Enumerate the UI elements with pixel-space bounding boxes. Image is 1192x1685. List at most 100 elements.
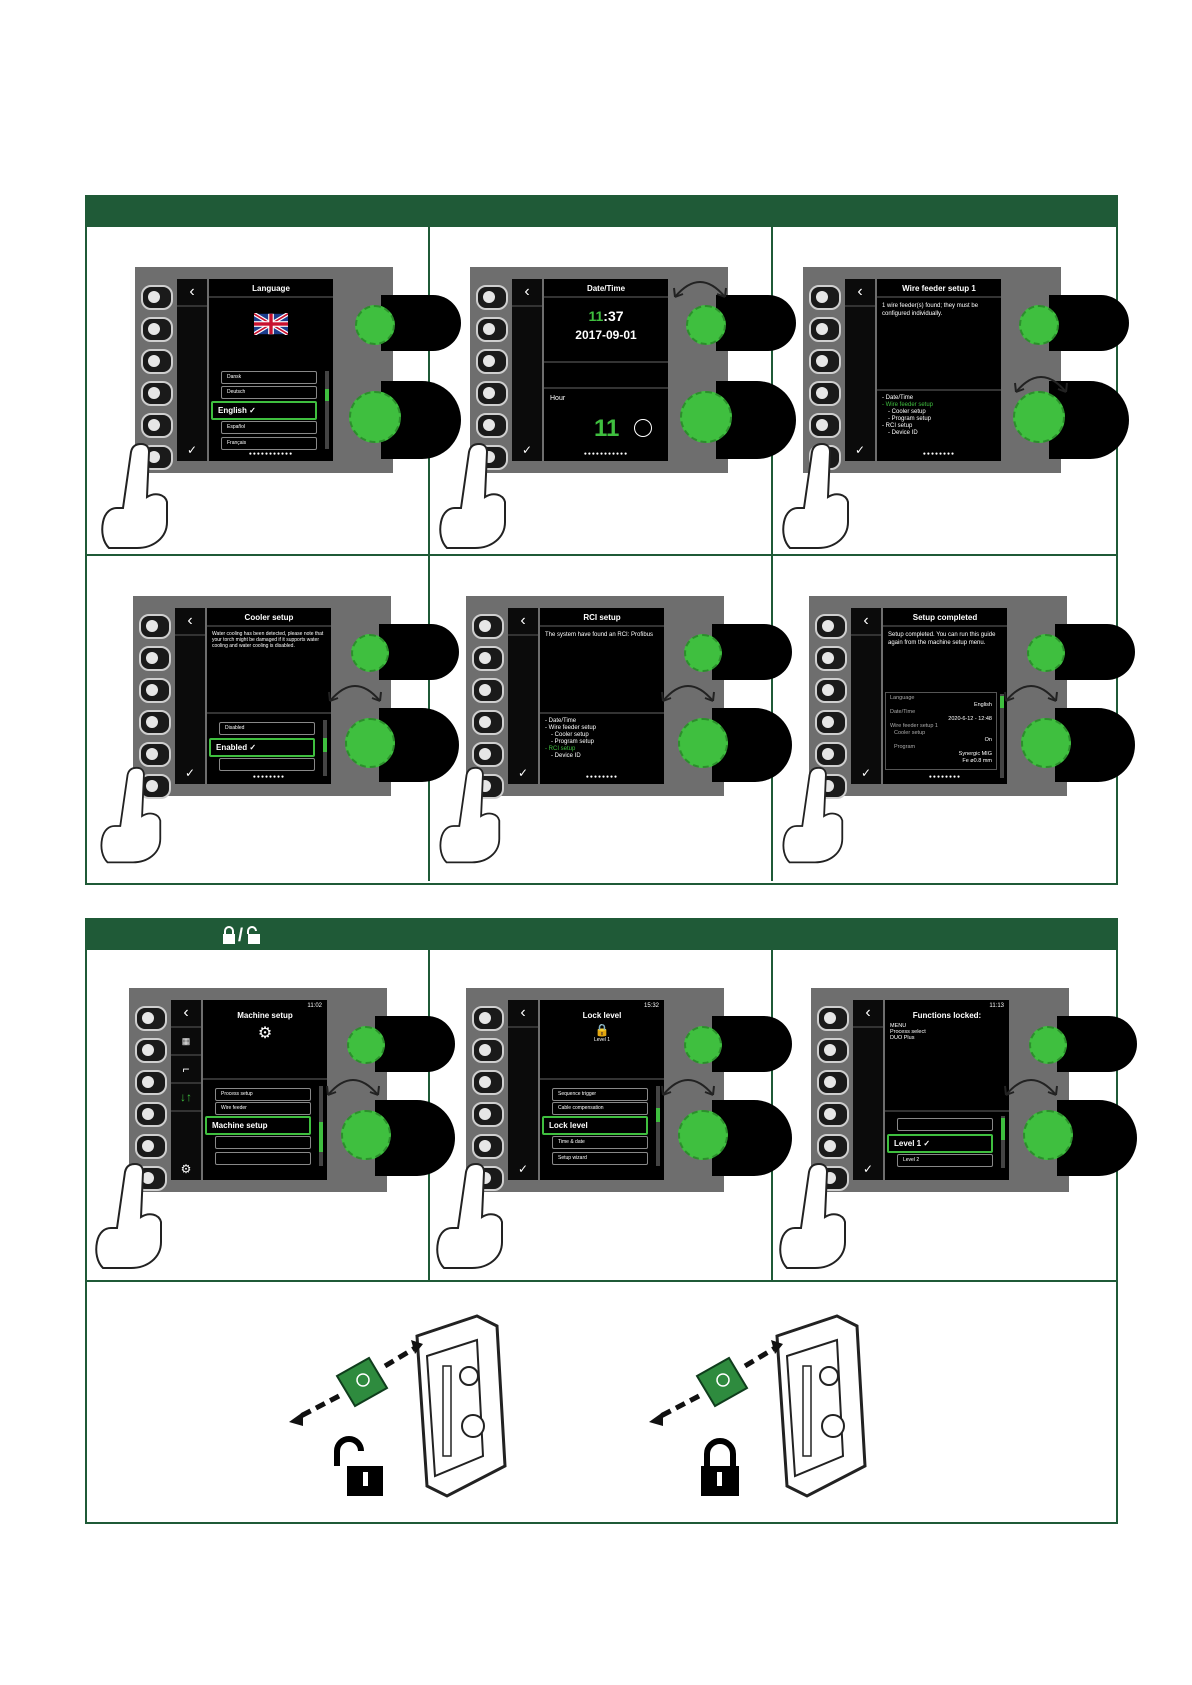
top-knob[interactable]	[347, 1026, 385, 1064]
soft-button[interactable]	[809, 317, 841, 342]
top-knob[interactable]	[1027, 634, 1065, 672]
soft-button[interactable]	[817, 1070, 849, 1095]
scrollbar[interactable]	[323, 720, 327, 776]
check-icon[interactable]: ✓	[860, 766, 872, 780]
soft-button[interactable]	[472, 1134, 504, 1159]
top-knob[interactable]	[351, 634, 389, 672]
soft-button[interactable]	[809, 349, 841, 374]
top-knob[interactable]	[684, 634, 722, 672]
soft-button[interactable]	[476, 413, 508, 438]
menu-option[interactable]: Cable compensation	[552, 1102, 648, 1115]
back-icon[interactable]: ‹	[512, 279, 542, 307]
soft-button[interactable]	[809, 285, 841, 310]
check-icon[interactable]: ✓	[517, 1162, 529, 1176]
scrollbar[interactable]	[325, 371, 329, 449]
soft-button[interactable]	[472, 1070, 504, 1095]
back-icon[interactable]: ‹	[175, 608, 205, 636]
menu-option[interactable]: Time & date	[552, 1136, 648, 1149]
check-icon[interactable]: ✓	[862, 1162, 874, 1176]
soft-button[interactable]	[476, 381, 508, 406]
soft-button[interactable]	[476, 285, 508, 310]
level-option[interactable]: Level 2	[897, 1154, 993, 1167]
soft-button[interactable]	[476, 349, 508, 374]
soft-button[interactable]	[141, 285, 173, 310]
soft-button[interactable]	[817, 1038, 849, 1063]
torch-icon[interactable]: ⌐	[171, 1056, 201, 1084]
soft-button[interactable]	[141, 317, 173, 342]
bottom-knob[interactable]	[341, 1110, 391, 1160]
menu-option-selected[interactable]: Lock level	[542, 1116, 648, 1135]
language-option[interactable]: Español	[221, 421, 317, 434]
soft-button[interactable]	[141, 349, 173, 374]
language-option[interactable]: Dansk	[221, 371, 317, 384]
soft-button[interactable]	[141, 413, 173, 438]
soft-button[interactable]	[472, 1038, 504, 1063]
menu-option-selected[interactable]: Machine setup	[205, 1116, 311, 1135]
language-option[interactable]: Deutsch	[221, 386, 317, 399]
soft-button[interactable]	[135, 1070, 167, 1095]
flag-icon[interactable]: ▦	[171, 1028, 201, 1056]
field-value[interactable]: 11	[594, 415, 620, 442]
menu-option[interactable]	[215, 1152, 311, 1165]
scrollbar[interactable]	[656, 1086, 660, 1166]
soft-button[interactable]	[139, 678, 171, 703]
back-icon[interactable]: ‹	[508, 1000, 538, 1028]
top-knob[interactable]	[1029, 1026, 1067, 1064]
bottom-knob[interactable]	[349, 391, 401, 443]
bottom-knob[interactable]	[680, 391, 732, 443]
soft-button[interactable]	[472, 678, 504, 703]
soft-button[interactable]	[472, 646, 504, 671]
soft-button[interactable]	[141, 381, 173, 406]
menu-option[interactable]: Wire feeder	[215, 1102, 311, 1115]
soft-button[interactable]	[139, 646, 171, 671]
soft-button[interactable]	[135, 1038, 167, 1063]
soft-button[interactable]	[139, 710, 171, 735]
scrollbar[interactable]	[319, 1086, 323, 1166]
bottom-knob[interactable]	[678, 718, 728, 768]
soft-button[interactable]	[472, 1102, 504, 1127]
soft-button[interactable]	[809, 381, 841, 406]
check-icon[interactable]: ✓	[521, 443, 533, 457]
soft-button[interactable]	[815, 646, 847, 671]
soft-button[interactable]	[817, 1134, 849, 1159]
soft-button[interactable]	[472, 742, 504, 767]
soft-button[interactable]	[815, 614, 847, 639]
top-knob[interactable]	[1019, 305, 1059, 345]
back-icon[interactable]: ‹	[171, 1000, 201, 1028]
menu-option[interactable]: Sequence trigger	[552, 1088, 648, 1101]
back-icon[interactable]: ‹	[845, 279, 875, 307]
top-knob[interactable]	[686, 305, 726, 345]
top-knob[interactable]	[355, 305, 395, 345]
soft-button[interactable]	[139, 742, 171, 767]
back-icon[interactable]: ‹	[177, 279, 207, 307]
soft-button[interactable]	[139, 614, 171, 639]
bottom-knob[interactable]	[345, 718, 395, 768]
soft-button[interactable]	[135, 1134, 167, 1159]
soft-button[interactable]	[817, 1102, 849, 1127]
settings-gear-icon[interactable]: ⚙	[180, 1162, 192, 1176]
language-option[interactable]: Français	[221, 437, 317, 450]
soft-button[interactable]	[809, 413, 841, 438]
bottom-knob[interactable]	[1023, 1110, 1073, 1160]
soft-button[interactable]	[135, 1006, 167, 1031]
check-icon[interactable]: ✓	[854, 443, 866, 457]
top-knob[interactable]	[684, 1026, 722, 1064]
level-option[interactable]	[897, 1118, 993, 1131]
menu-option[interactable]: Setup wizard	[552, 1152, 648, 1165]
menu-option[interactable]: Process setup	[215, 1088, 311, 1101]
check-icon[interactable]: ✓	[184, 766, 196, 780]
level-option-selected[interactable]: Level 1 ✓	[887, 1134, 993, 1153]
soft-button[interactable]	[472, 614, 504, 639]
soft-button[interactable]	[472, 710, 504, 735]
language-option-selected[interactable]: English ✓	[211, 401, 317, 420]
check-icon[interactable]: ✓	[186, 443, 198, 457]
soft-button[interactable]	[817, 1006, 849, 1031]
soft-button[interactable]	[815, 678, 847, 703]
bottom-knob[interactable]	[678, 1110, 728, 1160]
scrollbar[interactable]	[1000, 694, 1004, 778]
soft-button[interactable]	[135, 1102, 167, 1127]
scrollbar[interactable]	[1001, 1116, 1005, 1168]
check-icon[interactable]: ✓	[517, 766, 529, 780]
soft-button[interactable]	[472, 1006, 504, 1031]
bottom-knob[interactable]	[1013, 391, 1065, 443]
